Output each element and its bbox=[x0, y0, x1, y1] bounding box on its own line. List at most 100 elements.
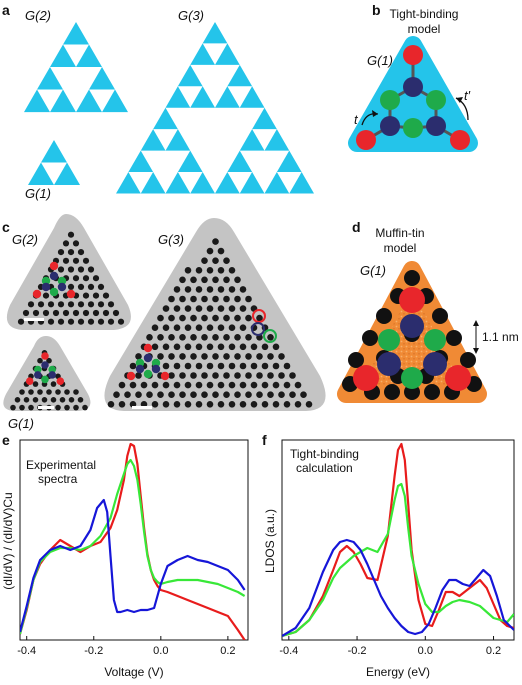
co-molecule bbox=[62, 240, 70, 247]
mt-co-molecule bbox=[404, 270, 420, 286]
co-molecule bbox=[184, 267, 192, 274]
co-molecule bbox=[140, 381, 148, 389]
x-tick-label: -0.4 bbox=[279, 645, 298, 657]
co-molecule bbox=[283, 381, 291, 389]
x-tick-label: 0.0 bbox=[418, 645, 433, 657]
co-molecule bbox=[261, 343, 269, 351]
co-molecule bbox=[184, 324, 192, 332]
tb-site-edge bbox=[403, 77, 423, 97]
co-molecule bbox=[157, 334, 164, 341]
co-molecule bbox=[190, 391, 197, 399]
co-molecule bbox=[173, 305, 181, 312]
sierpinski-cell bbox=[153, 107, 178, 130]
co-molecule bbox=[82, 292, 90, 299]
co-molecule bbox=[234, 295, 241, 303]
mt-scale-label: 1.1 nm bbox=[482, 330, 519, 344]
co-molecule bbox=[206, 247, 214, 255]
co-molecule bbox=[162, 362, 170, 370]
sierpinski-cell bbox=[215, 43, 240, 65]
co-molecule bbox=[201, 314, 208, 322]
co-molecule bbox=[228, 324, 236, 332]
tb-site-corner bbox=[356, 130, 376, 150]
co-molecule bbox=[97, 301, 105, 308]
sierpinski-g1 bbox=[28, 140, 80, 186]
co-molecule bbox=[184, 362, 192, 370]
co-molecule bbox=[206, 286, 214, 293]
co-molecule bbox=[228, 401, 236, 408]
stm-site-marker bbox=[41, 276, 51, 286]
co-molecule bbox=[82, 404, 88, 411]
co-molecule bbox=[256, 353, 263, 360]
co-molecule bbox=[14, 397, 21, 403]
co-molecule bbox=[82, 309, 90, 317]
co-molecule bbox=[107, 301, 115, 308]
co-molecule bbox=[23, 397, 30, 403]
stm-site-marker bbox=[41, 375, 49, 384]
co-molecule bbox=[82, 257, 90, 264]
panel-a: a G(2) G(3) G(1) bbox=[2, 2, 314, 201]
co-molecule bbox=[212, 372, 219, 379]
co-molecule bbox=[52, 309, 60, 317]
co-molecule bbox=[73, 404, 79, 411]
co-molecule bbox=[217, 401, 225, 408]
co-molecule bbox=[32, 397, 39, 403]
co-molecule bbox=[162, 343, 170, 351]
co-molecule bbox=[184, 401, 192, 408]
stm-site-marker bbox=[32, 289, 42, 299]
co-molecule bbox=[217, 343, 225, 351]
co-molecule bbox=[294, 381, 302, 389]
co-molecule bbox=[206, 362, 214, 370]
co-molecule bbox=[107, 318, 115, 325]
co-molecule bbox=[201, 372, 208, 379]
tb-title-line1: Tight-binding bbox=[390, 7, 459, 21]
co-molecule bbox=[201, 257, 208, 265]
co-molecule bbox=[55, 404, 61, 411]
tb-site-center bbox=[403, 118, 423, 138]
highlight-ring-red bbox=[252, 309, 266, 323]
sierpinski-cell bbox=[177, 64, 203, 87]
co-molecule bbox=[162, 324, 170, 332]
co-molecule bbox=[113, 391, 120, 399]
co-molecule bbox=[239, 401, 247, 408]
panel-d: d Muffin-tin model G(1) 1.1 nm bbox=[337, 219, 519, 403]
co-molecule bbox=[107, 401, 115, 408]
co-molecule bbox=[223, 391, 230, 399]
co-molecule bbox=[67, 231, 75, 238]
co-molecule bbox=[212, 391, 219, 399]
co-molecule bbox=[42, 292, 50, 299]
co-molecule bbox=[278, 372, 285, 379]
co-molecule bbox=[77, 283, 85, 290]
x-tick-label: -0.2 bbox=[348, 645, 367, 657]
sierpinski-cell bbox=[264, 172, 290, 194]
mt-site bbox=[353, 365, 379, 391]
co-molecule bbox=[190, 372, 197, 379]
stm-site-marker bbox=[135, 358, 145, 368]
tb-site-center bbox=[426, 90, 446, 110]
sierpinski-cell bbox=[227, 150, 253, 173]
sierpinski-cell bbox=[89, 67, 115, 90]
co-molecule bbox=[234, 372, 241, 379]
stm-site-marker bbox=[160, 371, 170, 381]
co-molecule bbox=[77, 249, 85, 256]
sierpinski-cell bbox=[289, 172, 314, 194]
series-line-blue bbox=[282, 538, 514, 637]
co-molecule bbox=[217, 305, 225, 312]
mt-site bbox=[423, 352, 447, 376]
co-molecule bbox=[32, 381, 39, 387]
co-molecule bbox=[212, 353, 219, 360]
co-molecule bbox=[27, 301, 35, 308]
stm-image-g3 bbox=[104, 218, 326, 411]
co-molecule bbox=[140, 401, 148, 408]
sierpinski-cell bbox=[116, 172, 141, 194]
co-molecule bbox=[223, 295, 230, 303]
co-molecule bbox=[206, 401, 214, 408]
co-molecule bbox=[46, 357, 52, 364]
co-molecule bbox=[19, 404, 25, 411]
co-molecule bbox=[17, 318, 25, 325]
co-molecule bbox=[267, 353, 274, 360]
co-molecule bbox=[294, 401, 302, 408]
co-molecule bbox=[168, 372, 175, 379]
co-molecule bbox=[217, 324, 225, 332]
sierpinski-cell bbox=[165, 86, 191, 108]
